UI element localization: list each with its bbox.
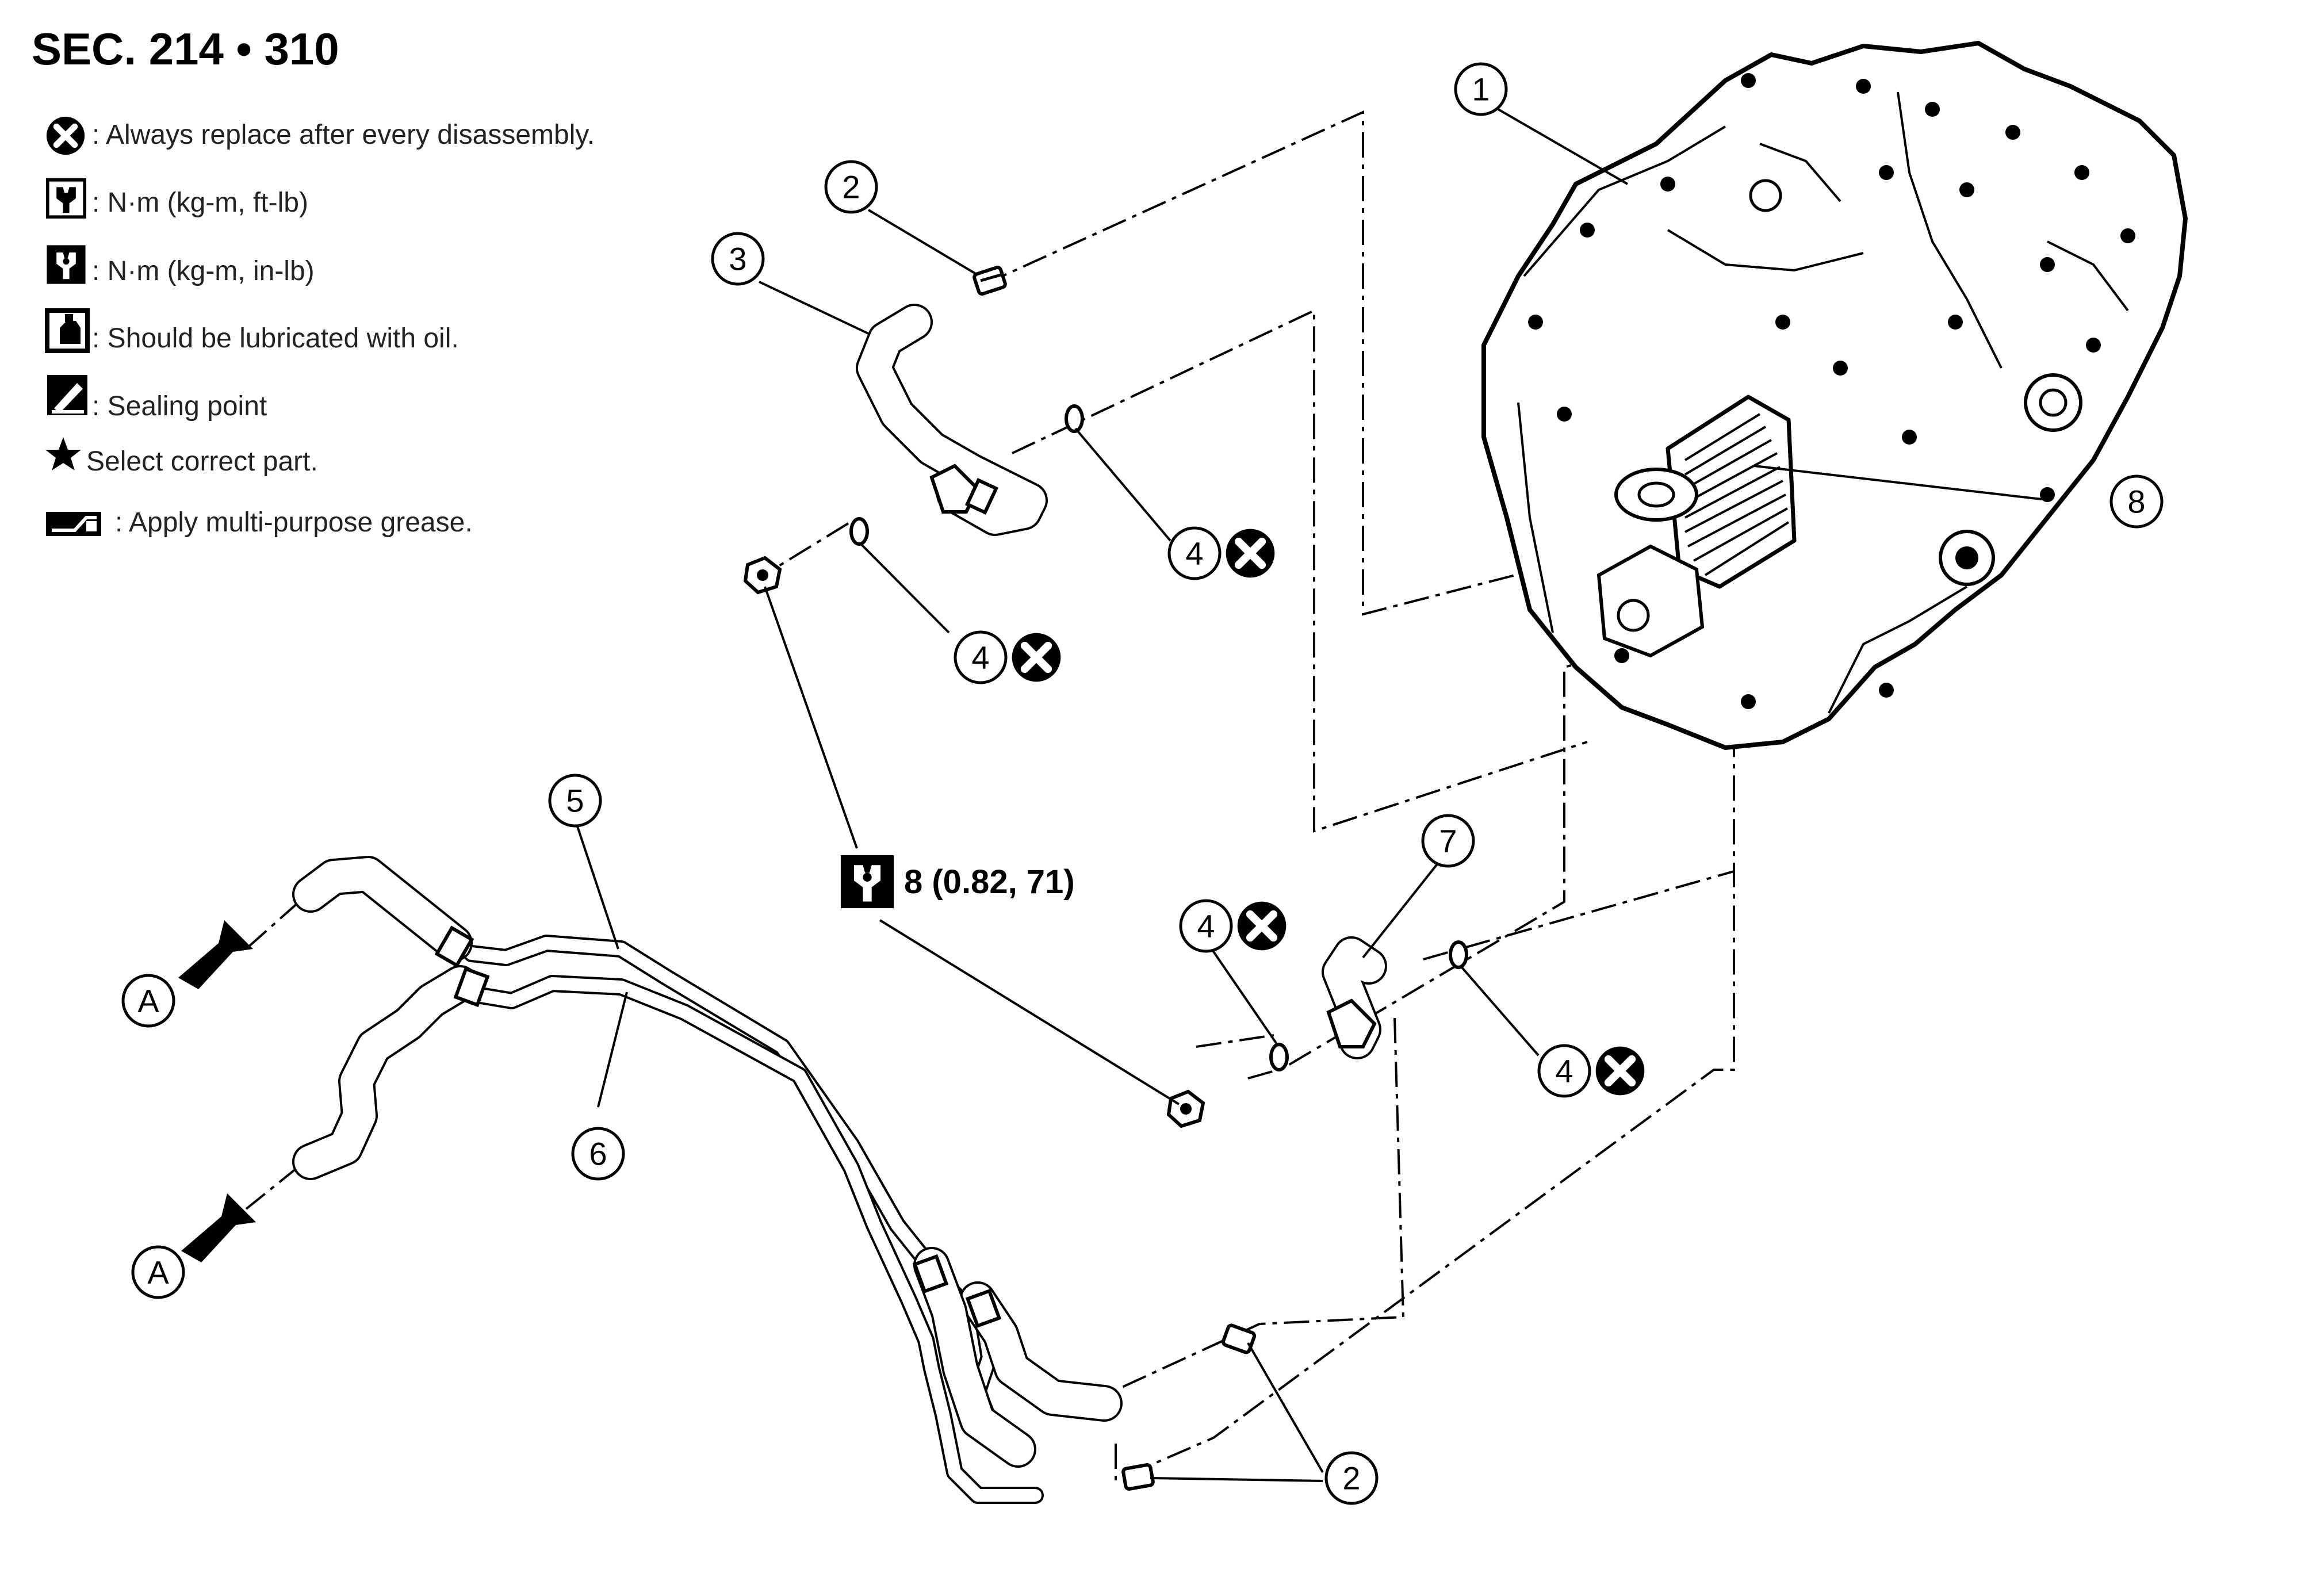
callout-4-lower-left-label: 4 (1197, 908, 1215, 944)
callout-4-lower-right-label: 4 (1555, 1053, 1573, 1089)
cooler-tube-6 (469, 975, 1044, 1504)
star-icon (45, 437, 81, 470)
callout-6: 6 (571, 1127, 625, 1181)
callout-a-lower: A (131, 1245, 185, 1299)
callout-a-upper: A (121, 974, 175, 1028)
hose-clamp-upper (973, 266, 1007, 296)
x-circle-icon (1596, 1047, 1645, 1096)
torque-wrench-icon (48, 180, 85, 217)
torque-spec: 8 (0.82, 71) (840, 855, 1075, 909)
callout-4-upper-left-label: 4 (971, 640, 989, 676)
legend-lubricate: : Should be lubricated with oil. (92, 323, 459, 354)
x-circle-icon (1012, 633, 1061, 682)
callout-3: 3 (711, 232, 765, 286)
callout-4-upper-left: 4 (954, 630, 1061, 684)
callout-4-lower-right: 4 (1537, 1044, 1645, 1098)
legend-sealing: : Sealing point (92, 391, 267, 422)
gasket-lower-right (1449, 940, 1468, 969)
callout-7: 7 (1421, 814, 1475, 868)
hose-clamp-lower-left (1121, 1463, 1155, 1491)
rubber-hose-upper-a (292, 856, 474, 968)
x-circle-icon (1226, 529, 1275, 578)
callout-4-upper-right: 4 (1167, 526, 1275, 580)
hose-upper (856, 304, 1048, 536)
callout-2-lower-label: 2 (1342, 1460, 1360, 1496)
leader-lines (574, 108, 2042, 1482)
callout-7-label: 7 (1439, 823, 1457, 859)
callout-3-label: 3 (729, 241, 746, 277)
gasket-upper-left (849, 517, 869, 546)
transaxle-assembly (1481, 41, 2188, 750)
callout-2-upper: 2 (824, 160, 878, 214)
torque-wrench-inlb-icon (47, 245, 86, 284)
gasket-upper-right (1065, 404, 1084, 433)
legend-grease: : Apply multi-purpose grease. (115, 507, 473, 538)
x-circle-icon (1238, 902, 1287, 951)
callout-1: 1 (1454, 62, 1508, 116)
torque-spec-label: 8 (0.82, 71) (904, 863, 1075, 901)
callout-5: 5 (548, 774, 602, 828)
torque-wrench-inlb-icon (840, 855, 894, 909)
callout-4-upper-right-label: 4 (1185, 535, 1203, 572)
callout-a-lower-label: A (147, 1254, 169, 1291)
legend-always-replace: : Always replace after every disassembly… (92, 120, 595, 150)
union-bolt-upper (743, 556, 782, 595)
sealant-icon (47, 375, 87, 415)
arrow-to-a-upper (178, 920, 253, 989)
callout-2-lower: 2 (1324, 1451, 1379, 1505)
callout-8-label: 8 (2127, 484, 2145, 520)
callout-8: 8 (2109, 474, 2164, 529)
grease-icon (46, 512, 101, 536)
rubber-hose-lower-elbow (912, 1247, 1123, 1468)
callout-6-label: 6 (589, 1136, 607, 1172)
hose-7 (1322, 936, 1387, 1059)
callout-2-upper-label: 2 (842, 169, 860, 205)
rubber-hose-lower-a (292, 965, 490, 1180)
legend-torque-ftlb: : N·m (kg-m, ft-lb) (92, 187, 308, 218)
section-title: SEC. 214 • 310 (32, 24, 339, 74)
legend-torque-inlb: : N·m (kg-m, in-lb) (92, 256, 315, 286)
oil-can-icon (45, 308, 90, 353)
union-bolt-lower (1166, 1089, 1205, 1128)
callout-a-upper-label: A (137, 983, 159, 1019)
callout-1-label: 1 (1472, 71, 1490, 108)
legend-select-part: Select correct part. (86, 446, 318, 477)
callout-5-label: 5 (566, 783, 584, 819)
hose-clamp-lower-right (1221, 1323, 1257, 1354)
x-circle-icon (47, 117, 85, 155)
gasket-lower-left (1269, 1043, 1289, 1071)
legend: : Always replace after every disassembly… (45, 117, 595, 538)
callout-4-lower-left: 4 (1179, 899, 1287, 953)
oil-cooler (1596, 395, 1797, 658)
arrow-to-a-lower (181, 1193, 256, 1262)
